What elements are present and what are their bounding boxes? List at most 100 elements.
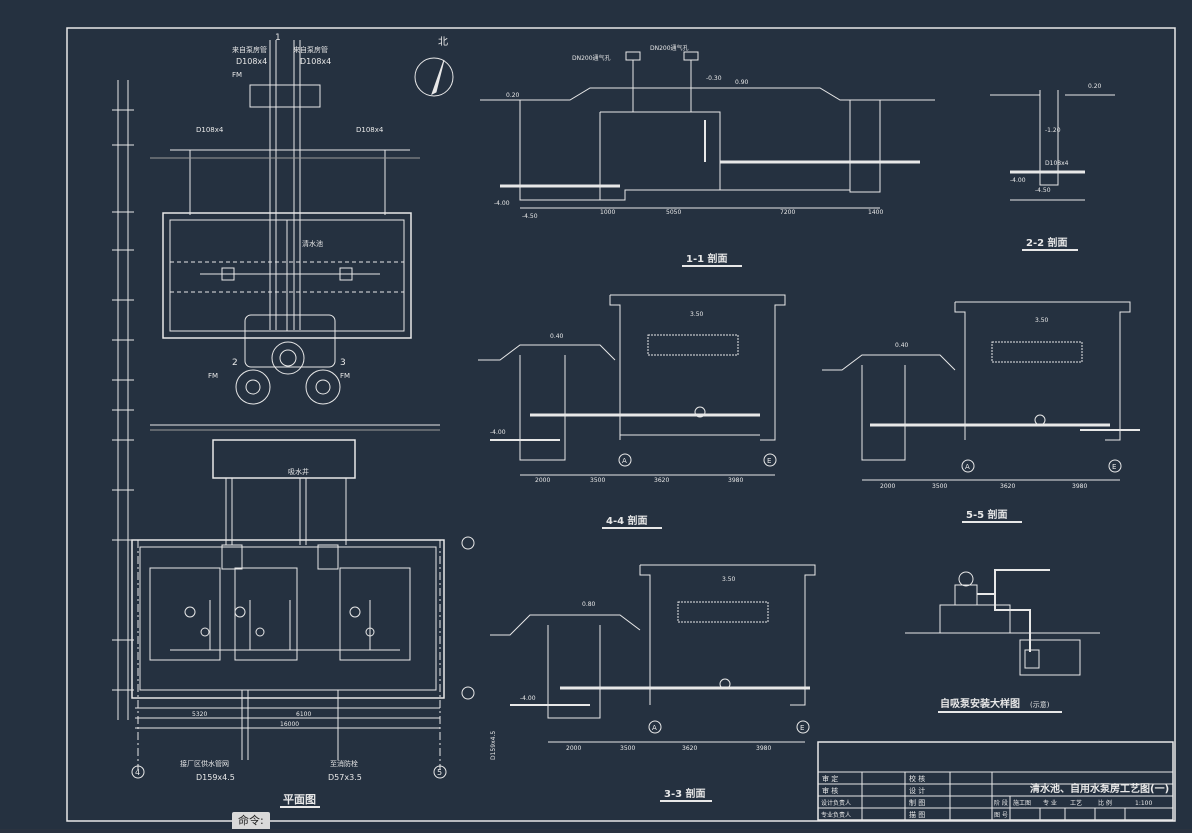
axis-a-5-5: A bbox=[965, 463, 970, 471]
title-block-title: 清水池、自用水泵房工艺图(一) bbox=[1030, 782, 1169, 795]
north-label: 北 bbox=[438, 36, 448, 48]
label-pipe-out: 来自泵房管 bbox=[293, 45, 328, 54]
elev-040-4: 0.40 bbox=[550, 333, 564, 340]
label-pipe-plant: 接厂区供水管网 bbox=[180, 759, 229, 768]
label-d108-2-2: D108x4 bbox=[1045, 160, 1069, 167]
dim-6100: 6100 bbox=[296, 711, 311, 718]
section-3-3: A E 0.80 3.50 -4.00 2000 3500 3620 3980 … bbox=[490, 564, 816, 802]
axis-e-5-5: E bbox=[1112, 463, 1116, 471]
label-pump-room: 吸水井 bbox=[288, 467, 309, 476]
dim-1000-1: 1000 bbox=[600, 209, 615, 216]
dim-3980-4: 3980 bbox=[728, 477, 743, 484]
tb-sheji: 设 计 bbox=[909, 786, 925, 795]
dim-5050-1: 5050 bbox=[666, 209, 681, 216]
section-3-3-title: 3-3 剖面 bbox=[664, 787, 706, 800]
elev-020-b: 0.20 bbox=[1088, 83, 1102, 90]
label-fm-b: FM bbox=[208, 372, 218, 380]
axis-e-3-3: E bbox=[800, 724, 804, 732]
sheet-border bbox=[66, 27, 1176, 822]
tb-design-lead: 设计负责人 bbox=[821, 799, 851, 807]
pump-detail: 自吸泵安装大样图 (示意) bbox=[905, 569, 1100, 713]
tb-zhitu: 制 图 bbox=[909, 798, 925, 807]
dim-7200-1: 7200 bbox=[780, 209, 795, 216]
north-arrow-icon: 北 bbox=[414, 36, 454, 97]
label-d159-3: D159x4.5 bbox=[490, 731, 497, 760]
label-fm-a: FM bbox=[232, 71, 242, 79]
label-d57: D57x3.5 bbox=[328, 773, 362, 782]
title-block: 清水池、自用水泵房工艺图(一) 审 定 校 核 审 核 设 计 设计负责人 制 … bbox=[817, 741, 1174, 821]
elev-400-3: -4.00 bbox=[520, 695, 536, 702]
section-4-4: A E 0.40 3.50 -4.00 2000 3500 3620 3980 … bbox=[478, 294, 786, 529]
tb-no: 图 号 bbox=[994, 812, 1008, 819]
label-d108-c: D108x4 bbox=[196, 126, 224, 134]
label-d108-a: D108x4 bbox=[236, 57, 267, 66]
label-d108-d: D108x4 bbox=[356, 126, 384, 134]
command-line[interactable]: 命令: bbox=[232, 812, 270, 829]
section-1-1-title: 1-1 剖面 bbox=[686, 252, 728, 265]
dim-3620-3: 3620 bbox=[682, 745, 697, 752]
plan-title: 平面图 bbox=[283, 793, 316, 806]
dim-3500-3: 3500 bbox=[620, 745, 635, 752]
dim-3620-4: 3620 bbox=[654, 477, 669, 484]
tb-spec-value: 工艺 bbox=[1070, 799, 1082, 807]
dim-5320: 5320 bbox=[192, 711, 207, 718]
tb-jiaohe: 校 核 bbox=[909, 774, 925, 783]
tb-stage: 阶 段 bbox=[994, 799, 1008, 807]
section-5-5-title: 5-5 剖面 bbox=[966, 508, 1008, 521]
axis-e-4-4: E bbox=[767, 457, 771, 465]
elev-350-4: 3.50 bbox=[690, 311, 704, 318]
label-clear-pool: 清水池 bbox=[302, 239, 323, 248]
tb-stage-value: 施工图 bbox=[1013, 799, 1031, 807]
label-dn200-a: DN200通气孔 bbox=[572, 54, 611, 62]
label-fm-c: FM bbox=[340, 372, 350, 380]
section-1-1: DN200通气孔 DN200通气孔 0.20 0.90 -0.30 -4.00 … bbox=[480, 44, 935, 267]
label-sect-1-top: 1 bbox=[275, 33, 281, 43]
label-d108-b: D108x4 bbox=[300, 57, 331, 66]
elev-350-5: 3.50 bbox=[1035, 317, 1049, 324]
label-sect-3: 3 bbox=[340, 358, 346, 368]
label-d159-plan: D159x4.5 bbox=[196, 773, 235, 782]
tb-shenhe: 审 核 bbox=[822, 786, 838, 795]
dim-1400-1: 1400 bbox=[868, 209, 883, 216]
detail-title: 自吸泵安装大样图 bbox=[940, 697, 1020, 710]
elev-020-a: 0.20 bbox=[506, 92, 520, 99]
section-4-4-title: 4-4 剖面 bbox=[606, 514, 648, 527]
section-5-5: A E 0.40 3.50 2000 3500 3620 3980 5-5 剖面 bbox=[822, 301, 1140, 523]
section-2-2-title: 2-2 剖面 bbox=[1026, 236, 1068, 249]
dim-3620-5: 3620 bbox=[1000, 483, 1015, 490]
elev-090: 0.90 bbox=[735, 79, 749, 86]
tb-spec-lead: 专业负责人 bbox=[821, 811, 851, 819]
tb-scale-value: 1:100 bbox=[1135, 800, 1152, 807]
elev-040-5: 0.40 bbox=[895, 342, 909, 349]
detail-note: (示意) bbox=[1030, 700, 1050, 709]
label-main-pipe: 至消防栓 bbox=[330, 759, 358, 768]
elev-120-b: -1.20 bbox=[1045, 127, 1061, 134]
axis-a-3-3: A bbox=[652, 724, 657, 732]
dim-3980-3: 3980 bbox=[756, 745, 771, 752]
label-dn200-b: DN200通气孔 bbox=[650, 44, 689, 52]
label-pipe-in: 来自泵房管 bbox=[232, 45, 267, 54]
axis-a-4-4: A bbox=[622, 457, 627, 465]
elev-350-3: 3.50 bbox=[722, 576, 736, 583]
section-2-2: 0.20 -1.20 D108x4 -4.00 -4.50 2-2 剖面 bbox=[990, 83, 1115, 251]
dim-3980-5: 3980 bbox=[1072, 483, 1087, 490]
dim-2000-5: 2000 bbox=[880, 483, 895, 490]
elev-400-4: -4.00 bbox=[490, 429, 506, 436]
axis-5-label: 5 bbox=[437, 768, 442, 777]
elev-400-a: -4.00 bbox=[494, 200, 510, 207]
dim-2000-4: 2000 bbox=[535, 477, 550, 484]
label-sect-2: 2 bbox=[232, 358, 238, 368]
elev-030: -0.30 bbox=[706, 75, 722, 82]
clear-pool-outline bbox=[162, 212, 412, 339]
pump-house-outline bbox=[131, 539, 445, 699]
elev-400-b: -4.00 bbox=[1010, 177, 1026, 184]
elev-450-b: -4.50 bbox=[1035, 187, 1051, 194]
tb-miaotu: 描 图 bbox=[909, 810, 925, 819]
dim-3500-5: 3500 bbox=[932, 483, 947, 490]
tb-spec: 专 业 bbox=[1043, 799, 1057, 807]
dim-2000-3: 2000 bbox=[566, 745, 581, 752]
dim-3500-4: 3500 bbox=[590, 477, 605, 484]
tb-scale: 比 例 bbox=[1098, 799, 1112, 807]
